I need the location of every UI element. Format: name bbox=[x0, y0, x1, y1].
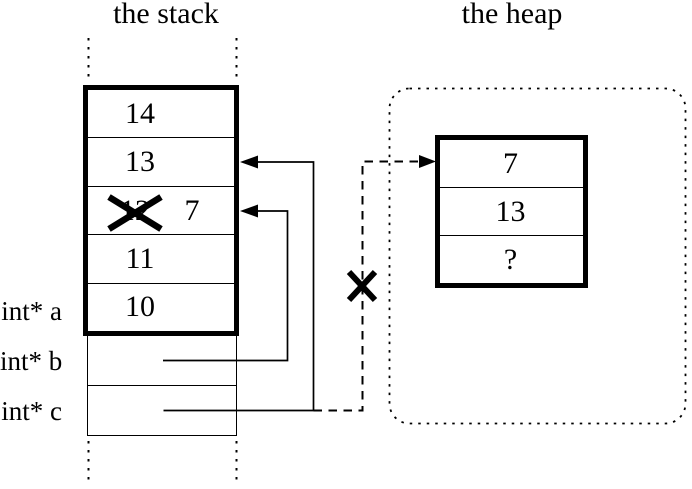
pointer-label-a: int* a bbox=[1, 296, 62, 326]
stack-cell-value: 13 bbox=[125, 145, 155, 179]
invalid-pointer-x-icon bbox=[346, 269, 378, 303]
stack-cell-overwritten: 12 7 bbox=[88, 187, 234, 236]
stack-cell-14: 14 bbox=[88, 90, 234, 139]
dangling-pointer-dashed-line bbox=[313, 160, 419, 412]
stack-frame-box: 14 13 12 7 11 10 bbox=[83, 85, 239, 336]
pointer-c-cell bbox=[88, 386, 236, 435]
pointer-label-c: int* c bbox=[1, 396, 62, 426]
heap-cell-value: 7 bbox=[503, 146, 518, 180]
new-value: 7 bbox=[184, 193, 200, 227]
heap-block-box: 7 13 ? bbox=[435, 135, 588, 288]
heap-cell-unknown: ? bbox=[440, 236, 583, 283]
heap-title: the heap bbox=[461, 0, 563, 30]
heap-cell-7: 7 bbox=[440, 140, 583, 188]
crossed-out-old-value: 12 bbox=[120, 193, 150, 227]
heap-cell-13: 13 bbox=[440, 188, 583, 236]
stack-cell-13: 13 bbox=[88, 138, 234, 187]
pointer-label-b: int* b bbox=[0, 346, 63, 376]
stack-cell-10: 10 bbox=[88, 284, 234, 331]
stack-cell-value: 14 bbox=[125, 96, 155, 130]
stack-cell-value: 10 bbox=[125, 290, 155, 324]
stack-title: the stack bbox=[113, 0, 219, 30]
pointer-c-arrowhead-icon bbox=[240, 155, 258, 169]
stack-cell-11: 11 bbox=[88, 235, 234, 284]
heap-cell-value: 13 bbox=[495, 194, 526, 228]
dangling-pointer-arrowhead-icon bbox=[419, 155, 436, 168]
heap-cell-value: ? bbox=[503, 242, 518, 276]
pointer-cells-box bbox=[87, 335, 237, 436]
pointer-b-arrowhead-icon bbox=[240, 204, 258, 218]
pointer-b-cell bbox=[88, 336, 236, 386]
stack-cell-value: 11 bbox=[125, 241, 155, 275]
